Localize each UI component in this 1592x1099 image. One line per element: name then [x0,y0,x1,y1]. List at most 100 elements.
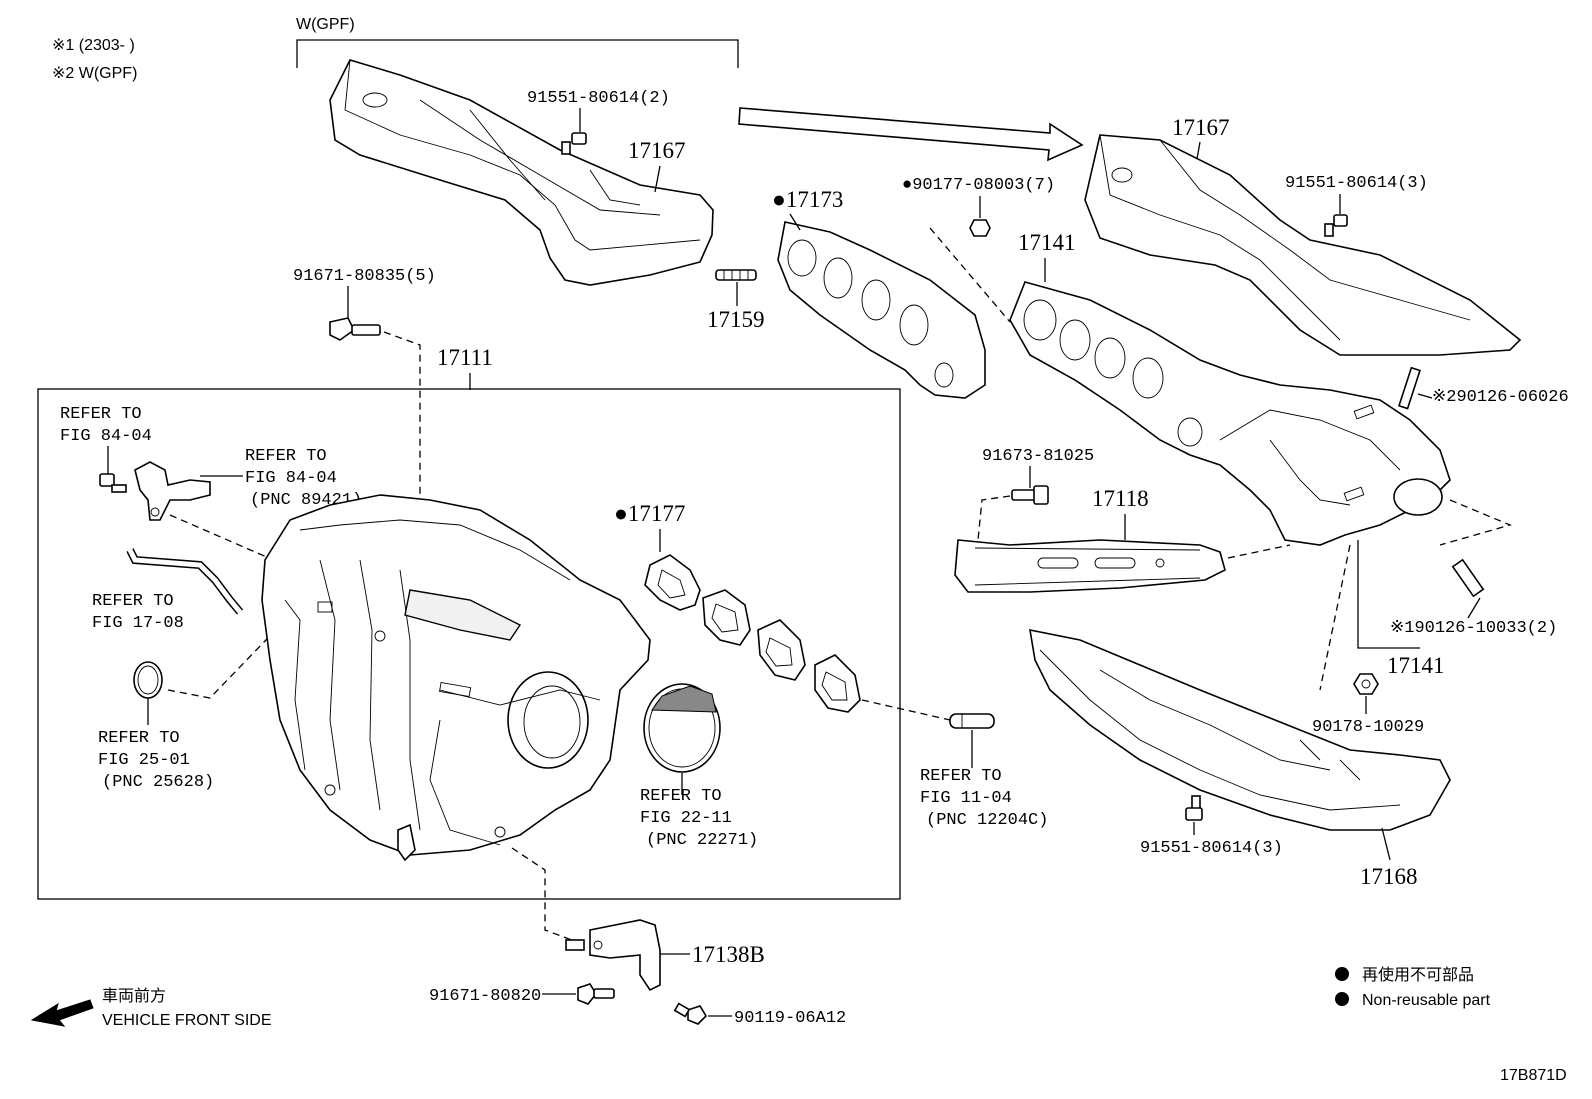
stud-17159-icon [715,269,757,281]
ref-fig-17-08: REFER TO FIG 17-08 [92,592,184,633]
bolt-icon [1011,485,1049,505]
dashed-leader [977,495,1011,541]
exhaust-manifold-17141 [1009,281,1451,546]
label-190126-10033: ※190126-10033(2) [1390,619,1557,638]
label-17173: ●17173 [772,187,843,212]
label-91551-80614-2: 91551-80614(2) [527,89,670,108]
leader-line [1417,393,1433,399]
label-17138b: 17138B [692,942,765,967]
label-90119-06a12: 90119-06A12 [734,1009,846,1028]
exhaust-gasket-17173 [777,221,986,399]
dashed-leader [167,614,291,699]
label-17141-top: 17141 [1018,230,1076,255]
hose-icon [126,548,244,615]
svg-text:(PNC 25628): (PNC 25628) [102,773,214,792]
label-17141-bottom: 17141 [1387,653,1445,678]
dashed-leader [169,514,286,566]
bolt-icon [577,983,615,1005]
svg-text:REFER TO: REFER TO [640,787,722,806]
label-91671-80835: 91671-80835(5) [293,267,436,286]
svg-text:REFER TO: REFER TO [60,405,142,424]
ref-fig-22-11: REFER TO FIG 22-11 (PNC 22271) [640,787,758,850]
label-17177: ●17177 [614,501,685,526]
bracket-17138b [565,919,661,992]
label-17111: 17111 [437,345,493,370]
intake-manifold-17111 [261,494,651,862]
ref-fig-84-04-b: REFER TO FIG 84-04 (PNC 89421) [245,447,362,510]
note-1: ※1 (2303- ) [52,37,135,54]
label-17167-top-left: 17167 [628,138,686,163]
vehicle-front-jp: 車両前方 [102,987,166,1005]
label-90177-08003: ●90177-08003(7) [902,176,1055,195]
sensor-89421 [134,461,211,521]
bracket-line-17141 [1357,540,1420,649]
label-91551-80614-3-lower: 91551-80614(3) [1140,839,1283,858]
legend-en: Non-reusable part [1362,992,1491,1009]
vehicle-front-en: VEHICLE FRONT SIDE [102,1012,272,1029]
heat-insulator-17168 [1029,628,1451,831]
svg-text:REFER TO: REFER TO [245,447,327,466]
svg-text:FIG 11-04: FIG 11-04 [920,789,1012,808]
dashed-leader [1439,499,1512,546]
nut-icon [969,219,991,237]
legend-dot-icon [1335,992,1349,1006]
svg-text:FIG 84-04: FIG 84-04 [60,427,152,446]
svg-text:REFER TO: REFER TO [98,729,180,748]
legend-jp: 再使用不可部品 [1362,966,1474,984]
label-17167-right: 17167 [1172,115,1230,140]
heat-insulator-top-left [329,59,714,286]
leader-line [1467,597,1481,619]
dashed-leader [861,699,951,721]
bracket-wgpf-label: W(GPF) [296,16,355,33]
leader-line [789,213,801,231]
svg-text:FIG 17-08: FIG 17-08 [92,614,184,633]
dashed-leader [511,847,586,946]
dashed-leader [1319,544,1351,691]
dashed-leader [383,331,421,500]
throttle-gasket-22271 [643,683,721,773]
intake-manifold-group-box [37,388,901,900]
label-17159: 17159 [707,307,765,332]
sensor-12204c [949,713,995,729]
dashed-leader [1227,544,1291,559]
bracket-wgpf-line [296,39,739,68]
leader-line [654,165,661,193]
direction-arrow-icon [738,107,1084,162]
svg-text:REFER TO: REFER TO [92,592,174,611]
dashed-leader [929,227,1011,323]
label-90178-10029: 90178-10029 [1312,718,1424,737]
bracket-17118 [954,539,1226,593]
ref-fig-11-04: REFER TO FIG 11-04 (PNC 12204C) [920,767,1048,830]
gasket-ring-25628 [133,661,163,699]
svg-text:REFER TO: REFER TO [920,767,1002,786]
svg-text:FIG 84-04: FIG 84-04 [245,469,337,488]
svg-text:(PNC 12204C): (PNC 12204C) [926,811,1048,830]
svg-text:FIG 22-11: FIG 22-11 [640,809,732,828]
label-91551-80614-3-right: 91551-80614(3) [1285,174,1428,193]
bolt-icon [561,132,587,155]
intake-gasket-17177 [644,554,861,713]
leader-line [1381,827,1391,861]
label-17118: 17118 [1092,486,1149,511]
label-17168: 17168 [1360,864,1418,889]
bolt-icon [99,473,127,493]
label-91673-81025: 91673-81025 [982,447,1094,466]
stud-icon [1451,558,1485,598]
legend-dot-icon [1335,967,1349,981]
bolt-icon [1324,214,1348,237]
label-290126-06026: ※290126-06026 [1432,388,1569,407]
stud-icon [1398,366,1421,410]
note-2: ※2 W(GPF) [52,65,137,82]
ref-fig-25-01: REFER TO FIG 25-01 (PNC 25628) [98,729,214,792]
bolt-icon [1185,795,1203,821]
ref-fig-84-04-a: REFER TO FIG 84-04 [60,405,152,446]
bolt-icon [673,1002,708,1025]
svg-text:FIG 25-01: FIG 25-01 [98,751,190,770]
nut-icon [1353,673,1379,695]
bolt-icon [329,317,381,341]
label-91671-80820: 91671-80820 [429,987,541,1006]
heat-insulator-right [1084,134,1522,356]
vehicle-front-arrow-icon [30,999,94,1027]
svg-text:(PNC 22271): (PNC 22271) [646,831,758,850]
